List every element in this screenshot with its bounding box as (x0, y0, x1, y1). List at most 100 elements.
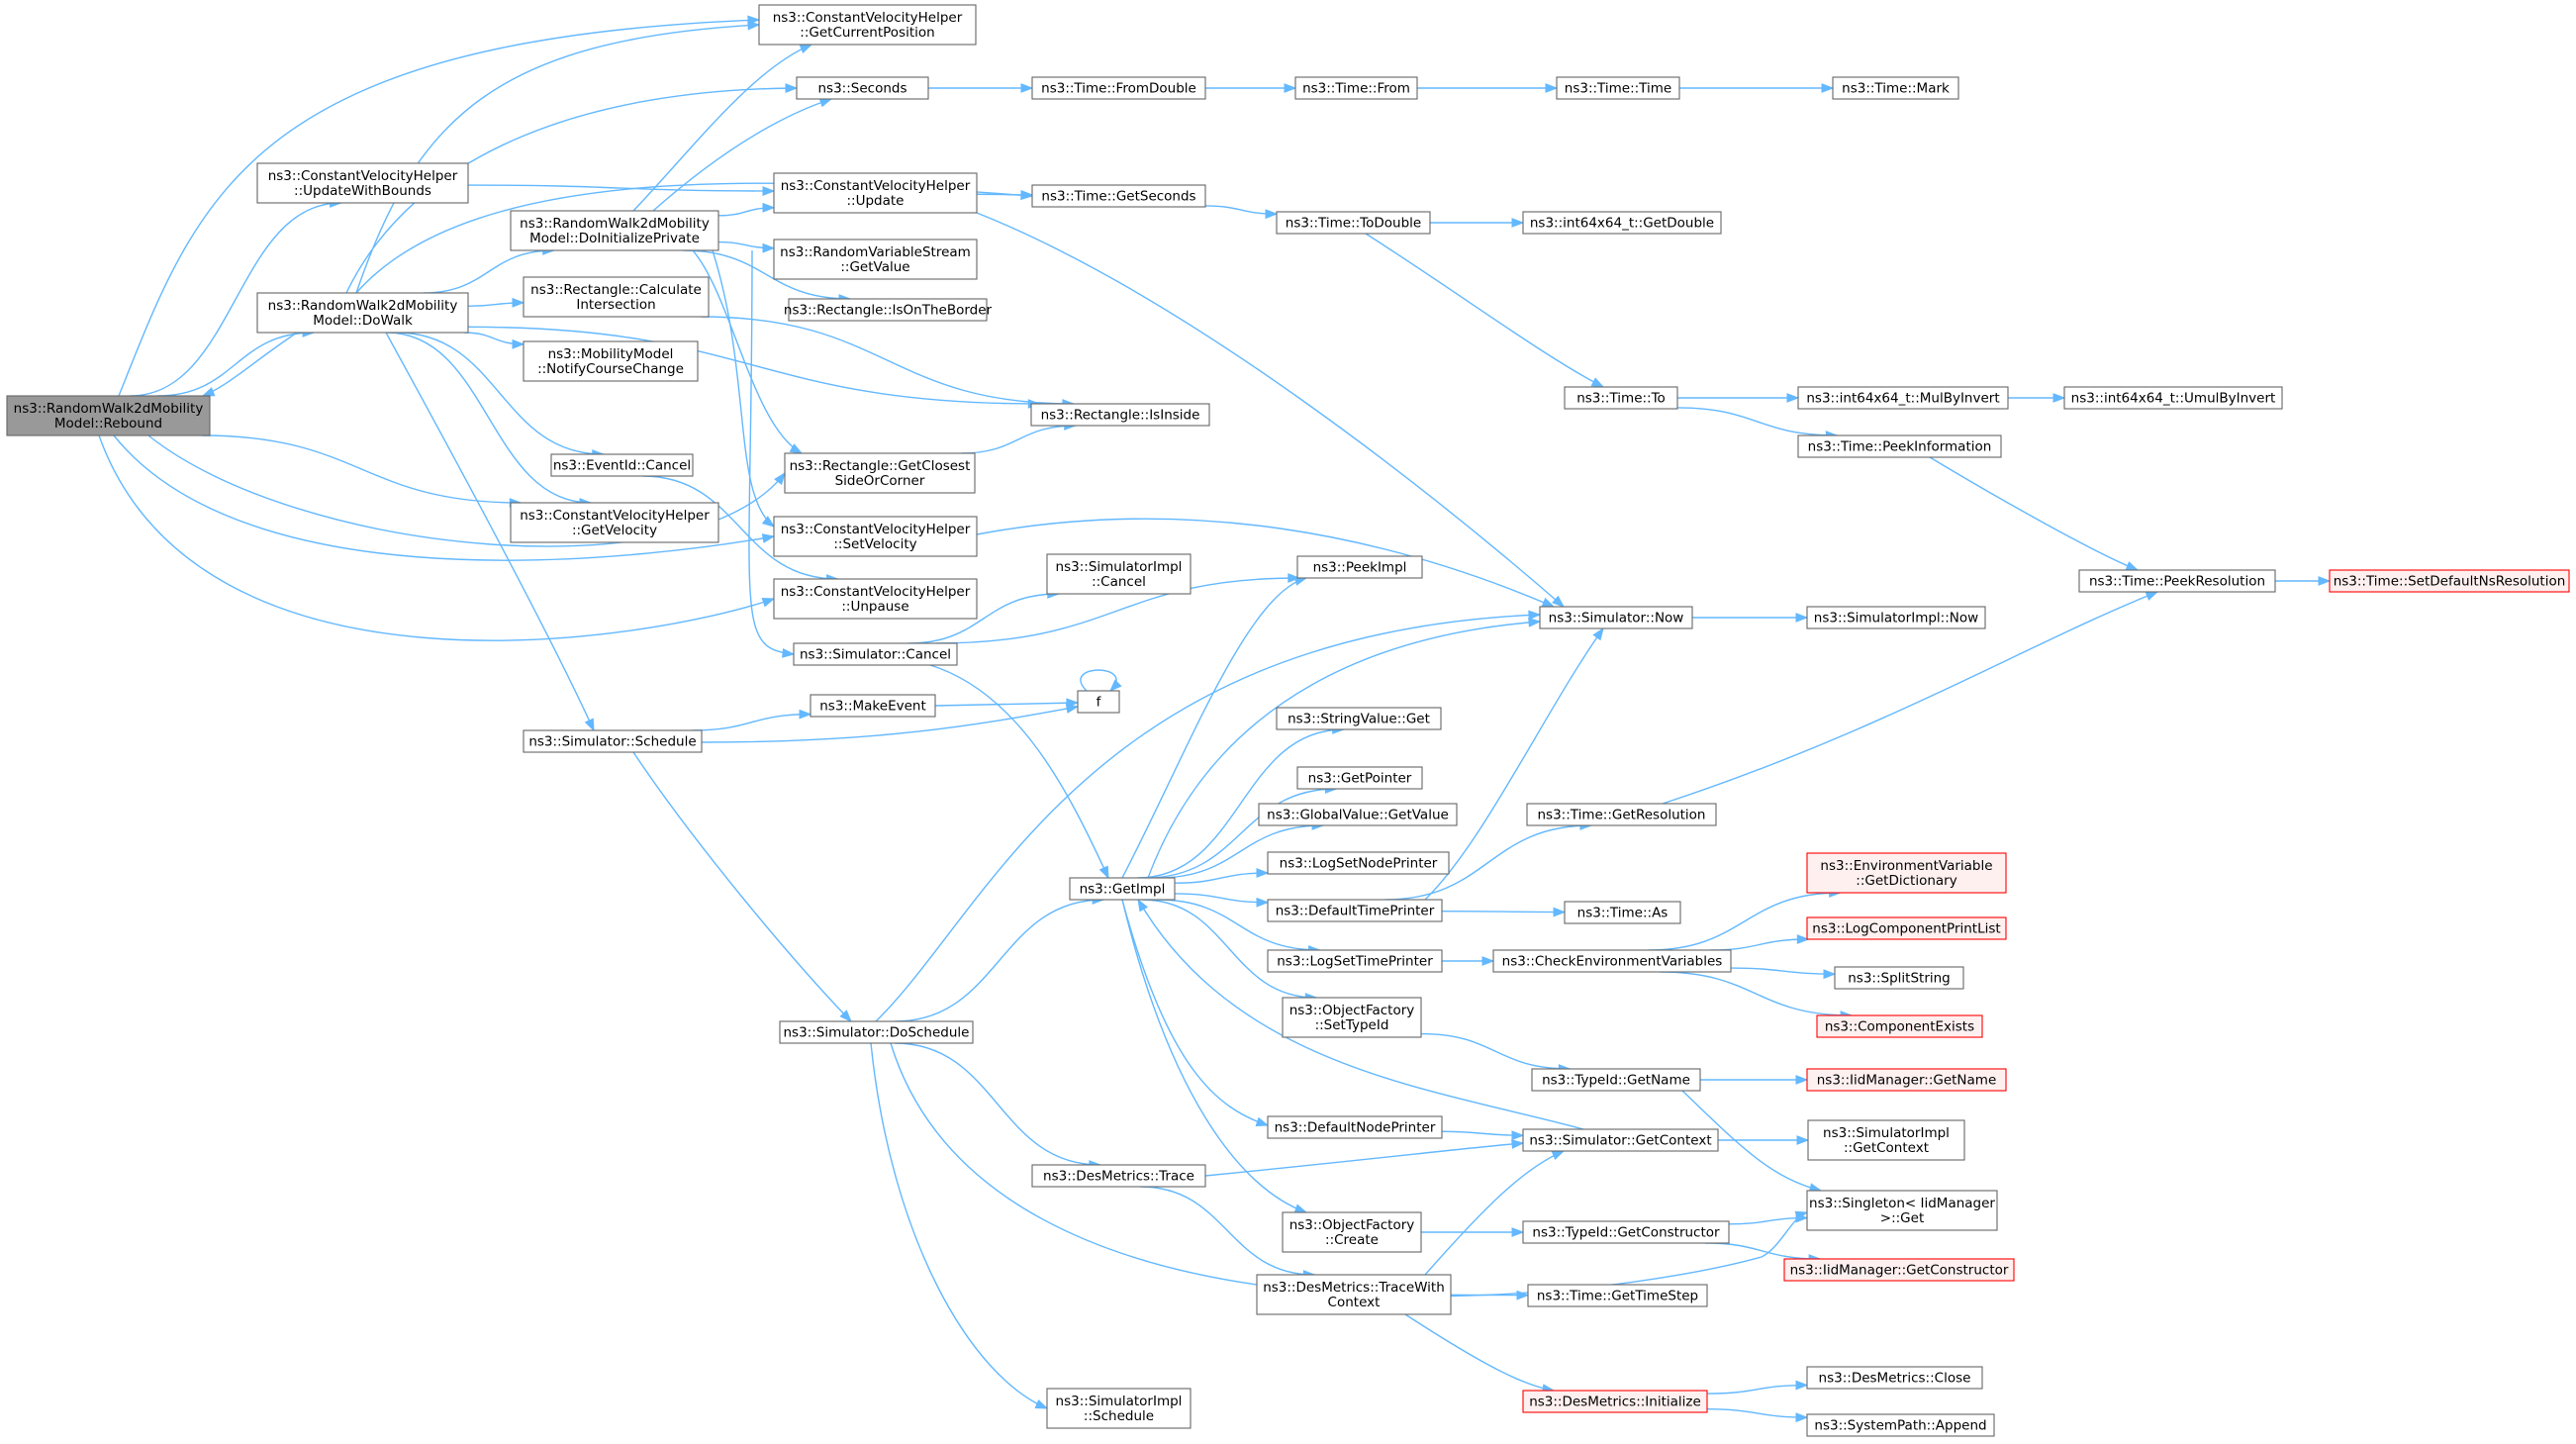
node-box[interactable] (1806, 852, 2007, 894)
node-box[interactable] (1267, 899, 1443, 922)
node-box[interactable] (1256, 1274, 1452, 1315)
node-box[interactable] (1282, 1211, 1422, 1253)
node-box[interactable] (1527, 1284, 1708, 1307)
node-box[interactable] (1564, 901, 1681, 924)
node-box[interactable] (796, 76, 929, 100)
node-box[interactable] (1492, 949, 1732, 973)
node-box[interactable] (1069, 877, 1176, 901)
graph-node-isOnTheBorder[interactable]: ns3::Rectangle::IsOnTheBorder (784, 298, 993, 322)
graph-node-timeFrom[interactable]: ns3::Time::From (1294, 76, 1418, 100)
node-box[interactable] (1816, 1014, 1983, 1038)
node-box[interactable] (1267, 949, 1443, 973)
node-box[interactable] (758, 4, 977, 46)
graph-node-typeIdGetConstructor[interactable]: ns3::TypeId::GetConstructor (1522, 1220, 1730, 1244)
node-box[interactable] (773, 578, 978, 620)
node-box[interactable] (1282, 997, 1422, 1038)
graph-node-rvsGetValue[interactable]: ns3::RandomVariableStream::GetValue (773, 239, 978, 280)
graph-node-timeFromDouble[interactable]: ns3::Time::FromDouble (1031, 76, 1206, 100)
graph-node-desInitialize[interactable]: ns3::DesMetrics::Initialize (1522, 1390, 1708, 1413)
node-box[interactable] (1806, 1068, 2007, 1092)
node-box[interactable] (2329, 569, 2570, 593)
node-box[interactable] (1806, 1413, 1995, 1437)
node-box[interactable] (2078, 569, 2276, 593)
node-box[interactable] (1030, 403, 1210, 427)
node-box[interactable] (256, 162, 469, 204)
graph-node-getCurrentPosition[interactable]: ns3::ConstantVelocityHelper::GetCurrentP… (758, 4, 977, 46)
graph-node-splitString[interactable]: ns3::SplitString (1834, 966, 1964, 990)
graph-node-simImplSchedule[interactable]: ns3::SimulatorImpl::Schedule (1046, 1388, 1192, 1429)
node-box[interactable] (550, 453, 694, 477)
graph-node-toDouble[interactable]: ns3::Time::ToDouble (1276, 211, 1431, 235)
graph-node-seconds[interactable]: ns3::Seconds (796, 76, 929, 100)
graph-node-ofSetTypeId[interactable]: ns3::ObjectFactory::SetTypeId (1282, 997, 1422, 1038)
node-box[interactable] (1294, 76, 1418, 100)
node-box[interactable] (256, 292, 469, 334)
graph-node-timeGetResolution[interactable]: ns3::Time::GetResolution (1526, 803, 1717, 826)
graph-node-getSeconds[interactable]: ns3::Time::GetSeconds (1031, 184, 1206, 208)
graph-node-checkEnvVars[interactable]: ns3::CheckEnvironmentVariables (1492, 949, 1732, 973)
graph-node-simCancel[interactable]: ns3::Simulator::Cancel (793, 642, 958, 666)
graph-node-envGetDictionary[interactable]: ns3::EnvironmentVariable::GetDictionary (1806, 852, 2007, 894)
graph-node-peekResolution[interactable]: ns3::Time::PeekResolution (2078, 569, 2276, 593)
graph-node-componentExists[interactable]: ns3::ComponentExists (1816, 1014, 1983, 1038)
node-box[interactable] (1564, 386, 1678, 410)
node-box[interactable] (1797, 386, 2009, 410)
graph-node-updateWithBounds[interactable]: ns3::ConstantVelocityHelper::UpdateWithB… (256, 162, 469, 204)
node-box[interactable] (1296, 766, 1423, 790)
graph-node-ofCreate[interactable]: ns3::ObjectFactory::Create (1282, 1211, 1422, 1253)
node-box[interactable] (1806, 1190, 1998, 1231)
node-box[interactable] (1522, 211, 1722, 235)
graph-node-defaultTimePrinter[interactable]: ns3::DefaultTimePrinter (1267, 899, 1443, 922)
graph-node-globalValueGetValue[interactable]: ns3::GlobalValue::GetValue (1258, 803, 1458, 826)
graph-node-simGetContext[interactable]: ns3::Simulator::GetContext (1522, 1128, 1719, 1152)
graph-node-f[interactable]: f (1077, 690, 1120, 714)
node-box[interactable] (1031, 1164, 1206, 1188)
graph-node-simImplCancel[interactable]: ns3::SimulatorImpl::Cancel (1046, 553, 1192, 595)
graph-node-cvhSetVelocity[interactable]: ns3::ConstantVelocityHelper::SetVelocity (773, 516, 978, 557)
graph-node-iidGetConstructor[interactable]: ns3::IidManager::GetConstructor (1783, 1258, 2015, 1282)
graph-node-timeAs[interactable]: ns3::Time::As (1564, 901, 1681, 924)
graph-node-defaultNodePrinter[interactable]: ns3::DefaultNodePrinter (1267, 1115, 1443, 1139)
node-box[interactable] (1522, 1128, 1719, 1152)
graph-node-doInitPriv[interactable]: ns3::RandomWalk2dMobilityModel::DoInitia… (510, 210, 719, 251)
node-box[interactable] (1046, 1388, 1192, 1429)
node-box[interactable] (793, 642, 958, 666)
node-box[interactable] (2063, 386, 2283, 410)
graph-node-getPointer[interactable]: ns3::GetPointer (1296, 766, 1423, 790)
node-box[interactable] (1807, 1119, 1965, 1161)
node-box[interactable] (1526, 803, 1717, 826)
node-box[interactable] (6, 395, 211, 436)
node-box[interactable] (1783, 1258, 2015, 1282)
node-box[interactable] (1832, 76, 1959, 100)
node-box[interactable] (1531, 1068, 1701, 1092)
node-box[interactable] (1077, 690, 1120, 714)
node-box[interactable] (1267, 851, 1450, 875)
node-box[interactable] (1296, 555, 1423, 579)
graph-node-doSchedule[interactable]: ns3::Simulator::DoSchedule (779, 1020, 974, 1044)
node-box[interactable] (1539, 606, 1693, 629)
graph-node-umulByInvert[interactable]: ns3::int64x64_t::UmulByInvert (2063, 386, 2283, 410)
node-box[interactable] (1046, 553, 1192, 595)
graph-node-makeEvent[interactable]: ns3::MakeEvent (810, 694, 936, 718)
graph-node-logSetNodePrinter[interactable]: ns3::LogSetNodePrinter (1267, 851, 1450, 875)
graph-node-isInside[interactable]: ns3::Rectangle::IsInside (1030, 403, 1210, 427)
node-box[interactable] (773, 516, 978, 557)
graph-node-simImplNow[interactable]: ns3::SimulatorImpl::Now (1806, 606, 1986, 629)
node-box[interactable] (1806, 606, 1986, 629)
graph-node-simNow[interactable]: ns3::Simulator::Now (1539, 606, 1693, 629)
node-box[interactable] (779, 1020, 974, 1044)
node-box[interactable] (773, 172, 978, 214)
graph-node-typeIdGetName[interactable]: ns3::TypeId::GetName (1531, 1068, 1701, 1092)
node-box[interactable] (510, 502, 719, 543)
graph-node-iidGetName[interactable]: ns3::IidManager::GetName (1806, 1068, 2007, 1092)
graph-node-logComponentPrintList[interactable]: ns3::LogComponentPrintList (1806, 916, 2007, 940)
node-box[interactable] (784, 452, 976, 494)
node-box[interactable] (523, 276, 710, 318)
node-box[interactable] (1031, 184, 1206, 208)
node-box[interactable] (1806, 916, 2007, 940)
graph-node-desTrace[interactable]: ns3::DesMetrics::Trace (1031, 1164, 1206, 1188)
